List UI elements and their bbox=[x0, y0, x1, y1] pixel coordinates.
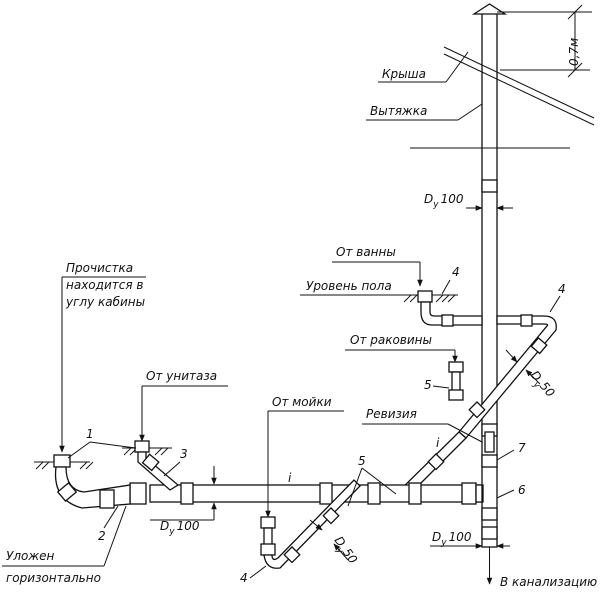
number-7: 7 bbox=[518, 441, 526, 455]
number-1: 1 bbox=[86, 427, 94, 441]
number-4-bottom: 4 bbox=[240, 571, 248, 585]
slope-main-label: i bbox=[288, 471, 292, 485]
slope-right-label: i bbox=[436, 436, 440, 450]
dy100-top-label: 100 bbox=[441, 192, 464, 206]
floor-level-label: Уровень пола bbox=[306, 279, 392, 293]
number-4-right: 4 bbox=[558, 282, 566, 296]
cleanout-line2: находится в bbox=[66, 278, 143, 292]
from-washbasin-label: От раковины bbox=[350, 333, 432, 347]
roof-label: Крыша bbox=[382, 67, 426, 81]
cleanout-branch: Прочистка находится в углу кабины 1 2 bbox=[34, 261, 146, 543]
washbasin-branch: От раковины 5 bbox=[345, 333, 486, 419]
kitchen-sink-branch: От мойки 4 Dу50 5 bbox=[240, 395, 397, 585]
number-2: 2 bbox=[98, 529, 106, 543]
dy100-bottom-label: 100 bbox=[449, 530, 472, 544]
dy-sub-left: у bbox=[168, 527, 175, 537]
toilet-branch: От унитаза 3 bbox=[122, 369, 228, 491]
laid-line1: Уложен bbox=[6, 549, 55, 563]
from-bath-label: От ванны bbox=[336, 245, 396, 259]
revision-label: Ревизия bbox=[366, 407, 417, 421]
dy100-left-label: 100 bbox=[177, 519, 200, 533]
height-dimension: 0,7м bbox=[497, 4, 592, 78]
to-sewer-label: В канализацию bbox=[500, 575, 597, 589]
bath-branch: От ванны Уровень пола 4 bbox=[300, 245, 483, 327]
tee-6: 6 bbox=[475, 483, 526, 540]
svg-text:Dу50: Dу50 bbox=[328, 534, 360, 569]
number-4-bath: 4 bbox=[452, 265, 460, 279]
dy-symbol-top: D bbox=[424, 192, 433, 206]
height-dim-label: 0,7м bbox=[567, 38, 581, 66]
number-5-mid: 5 bbox=[358, 454, 366, 468]
dy-sub-bottom: у bbox=[440, 538, 447, 548]
dy-symbol-left: D bbox=[160, 519, 169, 533]
roof-lines bbox=[443, 46, 595, 126]
dy-symbol-bottom: D bbox=[432, 530, 441, 544]
number-3: 3 bbox=[180, 447, 188, 461]
vent-label: Вытяжка bbox=[370, 104, 427, 118]
cleanout-line1: Прочистка bbox=[66, 261, 133, 275]
number-6: 6 bbox=[518, 483, 526, 497]
laid-horizontally-note: Уложен горизонтально bbox=[2, 505, 127, 585]
dy-sub-bottom50: у bbox=[333, 545, 345, 556]
cleanout-line3: углу кабины bbox=[65, 295, 145, 309]
from-toilet-label: От унитаза bbox=[146, 369, 217, 383]
revision: Ревизия 7 bbox=[362, 407, 526, 468]
dy-sub-top: у bbox=[432, 200, 439, 210]
laid-line2: горизонтально bbox=[6, 571, 101, 585]
dy-sub-right: у bbox=[530, 379, 542, 391]
vent-leader: Вытяжка bbox=[366, 103, 483, 121]
from-kitchen-sink-label: От мойки bbox=[272, 395, 332, 409]
number-5-left: 5 bbox=[424, 378, 432, 392]
roof-leader: Крыша bbox=[378, 51, 469, 83]
